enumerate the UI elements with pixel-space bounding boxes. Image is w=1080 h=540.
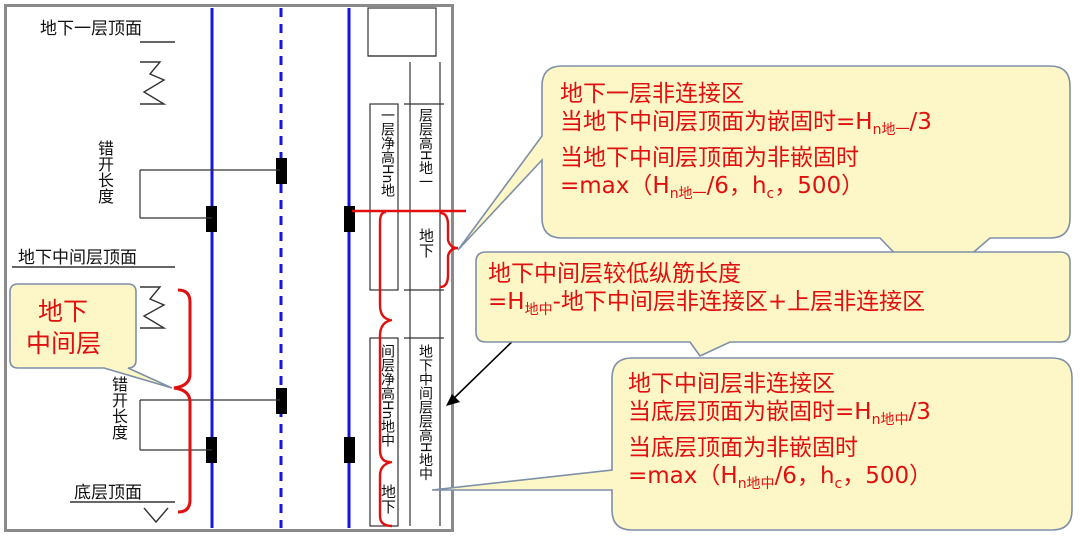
label-b1-clear-height: 一层净高Hn地 xyxy=(379,108,395,198)
label-ground-top: 底层顶面 xyxy=(74,483,142,503)
callout-mid-text: 地下中间层非连接区 当底层顶面为嵌固时=Hn地中/3 当底层顶面为非嵌固时 =m… xyxy=(628,370,932,498)
connector-block xyxy=(276,158,287,184)
callout-mid-layer-shape xyxy=(9,283,173,389)
callout-mid-title: 地下中间层非连接区 xyxy=(628,371,835,397)
pointer-arrow xyxy=(449,333,521,403)
connector-block xyxy=(206,206,217,232)
level-marker-ground xyxy=(70,501,175,524)
b1-nonconn-brace xyxy=(439,211,459,289)
connector-block xyxy=(344,206,355,232)
label-b1-zone-short: 地下 xyxy=(417,228,435,258)
callout-mid-line3: 当底层顶面为非嵌固时 xyxy=(628,435,858,461)
callout-mid-line4: =max（Hn地中/6，hc，500） xyxy=(628,463,933,492)
stagger-dimension-lower xyxy=(139,399,280,451)
mid-layer-label-line1: 地下 xyxy=(38,297,89,326)
label-stagger-length-lower: 错开长度 xyxy=(109,376,128,440)
connector-block xyxy=(344,437,355,463)
label-mid-zone-short: 地下 xyxy=(379,484,397,514)
callout-b1-shape xyxy=(457,65,1071,292)
callout-mid-line2: 当底层顶面为嵌固时=Hn地中/3 xyxy=(628,399,931,428)
label-mid-basement-top: 地下中间层顶面 xyxy=(18,248,137,268)
mid-layer-big-brace xyxy=(173,288,192,514)
callout-b1-line4: =max（Hn地一/6，hc，500） xyxy=(560,173,865,202)
callout-mid-shape xyxy=(431,357,1073,531)
mid-layer-label-line2: 中间层 xyxy=(26,329,102,358)
column-dimension-boxes xyxy=(367,7,444,527)
label-mid-clear-height: 间层净高Hn地中 xyxy=(379,344,395,448)
stagger-dimension-upper xyxy=(139,169,280,219)
callout-rebar-length-line1: 地下中间层较低纵筋长度 xyxy=(488,261,741,287)
label-b1-top: 地下一层顶面 xyxy=(40,19,142,39)
callout-b1-text: 地下一层非连接区 当地下中间层顶面为嵌固时=Hn地一/3 当地下中间层顶面为非嵌… xyxy=(560,80,932,208)
label-b1-story-height: 层层高H地一 xyxy=(417,108,433,189)
level-marker-b1 xyxy=(140,41,175,105)
callout-b1-line3: 当地下中间层顶面为非嵌固时 xyxy=(560,145,859,171)
b1-zone-brace xyxy=(378,210,391,322)
callout-rebar-length-shape xyxy=(475,251,1071,358)
label-stagger-length-upper: 错开长度 xyxy=(95,140,114,204)
pointer-arrowhead xyxy=(446,394,460,406)
connector-block xyxy=(276,388,287,414)
mid-lower-brace xyxy=(378,460,393,528)
callout-b1-title: 地下一层非连接区 xyxy=(560,81,744,107)
mid-zone-brace xyxy=(378,318,393,464)
callout-rebar-length-line2: =H地中-地下中间层非连接区+上层非连接区 xyxy=(488,289,926,318)
label-mid-story-height: 地下中间层层高H地中 xyxy=(417,344,433,481)
callout-b1-line2: 当地下中间层顶面为嵌固时=Hn地一/3 xyxy=(560,109,932,138)
level-marker-mid xyxy=(12,266,175,329)
callout-rebar-length-text: 地下中间层较低纵筋长度 =H地中-地下中间层非连接区+上层非连接区 xyxy=(488,260,925,324)
